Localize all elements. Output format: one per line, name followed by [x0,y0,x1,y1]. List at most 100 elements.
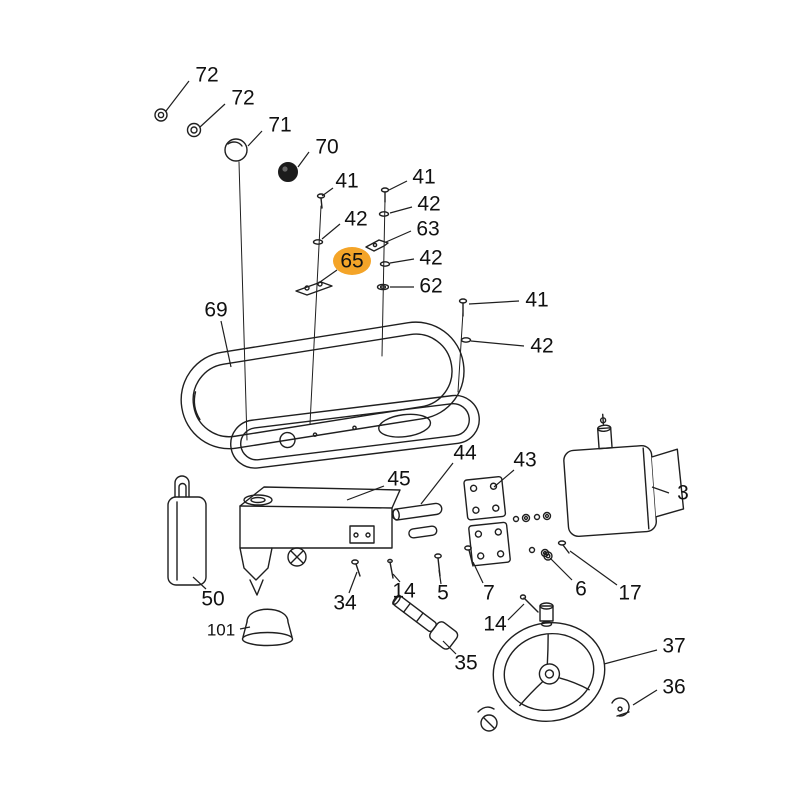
callout-label: 35 [454,652,477,675]
callout-41-3[interactable]: 41 [468,289,549,312]
part-pin-14-b [519,594,539,613]
part-housing-45 [239,486,401,596]
callout-71[interactable]: 71 [247,114,292,147]
callout-72-1[interactable]: 72 [165,64,219,112]
callout-14-1[interactable]: 14 [392,573,416,603]
leader-line [392,573,401,583]
part-washer-42-a [312,239,324,245]
callout-17[interactable]: 17 [569,550,642,605]
callout-44[interactable]: 44 [420,442,477,505]
callout-label: 34 [333,592,357,615]
callout-label: 5 [437,582,449,605]
leader-line [442,640,457,655]
part-motor-3 [563,413,685,537]
part-bracket-50 [167,475,207,586]
part-washer-42-b [378,211,390,217]
callout-label: 42 [344,208,367,231]
callout-42-4[interactable]: 42 [470,335,554,358]
highlight-ellipse [333,247,371,275]
leader-line [199,103,226,128]
leader-line [321,187,334,197]
callout-72-2[interactable]: 72 [199,87,255,128]
part-washer-42-c [379,261,391,267]
callout-label: 42 [530,335,553,358]
callout-label: 72 [195,64,218,87]
leader-line [385,230,412,243]
callout-65[interactable]: 65 [319,247,371,283]
callout-43[interactable]: 43 [493,449,537,488]
part-washer-62 [376,283,390,291]
callout-label: 63 [416,218,439,241]
callout-label: 17 [618,582,641,605]
callout-41-1[interactable]: 41 [321,170,359,197]
part-washer-72 [186,122,202,138]
part-screw-41-right [458,298,468,317]
leader-line [420,462,454,505]
part-screw-5 [434,553,442,577]
leader-line [239,626,251,630]
callout-41-2[interactable]: 41 [388,166,436,191]
callout-42-1[interactable]: 42 [321,208,368,240]
callout-label: 41 [412,166,435,189]
part-screw-7 [464,545,474,567]
callout-label: 44 [453,442,477,465]
part-screw-wheel [477,706,498,732]
callout-label: 71 [268,114,291,137]
part-bracket-63 [365,239,389,252]
callout-label: 7 [483,582,495,605]
callout-50[interactable]: 50 [192,576,225,611]
callout-42-3[interactable]: 42 [389,247,443,270]
part-cup-101 [241,608,294,647]
callout-label: 37 [662,635,685,658]
callout-label: 65 [340,250,363,273]
callout-label: 41 [525,289,548,312]
callout-63[interactable]: 63 [385,218,440,243]
part-stem-pin [539,602,554,627]
part-screw-41-mid [380,187,390,203]
callout-42-2[interactable]: 42 [389,193,441,216]
part-base-plate [230,394,480,469]
leader-line [472,561,484,584]
callout-101[interactable]: 101 [207,621,251,640]
part-handwheel-37 [492,621,606,723]
leader-line [493,469,515,488]
callout-label: 6 [575,578,587,601]
callout-45[interactable]: 45 [346,468,411,501]
callout-label: 69 [204,299,227,322]
callout-69[interactable]: 69 [204,299,232,368]
callout-37[interactable]: 37 [603,635,686,665]
callout-label: 70 [315,136,338,159]
callout-6[interactable]: 6 [549,557,587,601]
leader-line [632,689,658,706]
callout-label: 62 [419,275,442,298]
leader-line [389,258,415,264]
leader-line [470,340,525,347]
callout-label: 50 [201,588,224,611]
part-cover-69 [180,321,465,450]
part-nut-72 [154,108,168,122]
part-screw-41-left [316,193,326,209]
callout-34[interactable]: 34 [333,571,358,615]
part-cap-71 [224,138,248,162]
part-clip-36 [611,697,630,717]
callout-5[interactable]: 5 [437,569,449,605]
leader-line [165,80,190,112]
part-knob-70 [278,162,298,182]
callout-label: 41 [335,170,358,193]
callout-3[interactable]: 3 [651,482,689,505]
part-pin-14-a [387,558,394,579]
part-screw-34 [351,559,361,577]
leader-line [321,223,341,240]
callout-70[interactable]: 70 [297,136,339,168]
leader-line [346,485,385,501]
callout-35[interactable]: 35 [442,640,478,675]
callout-14-2[interactable]: 14 [483,603,525,636]
callout-36[interactable]: 36 [632,676,686,706]
leader-line [247,130,263,147]
callout-62[interactable]: 62 [390,275,443,298]
callout-7[interactable]: 7 [472,561,495,605]
part-washer-42-d [460,337,472,343]
